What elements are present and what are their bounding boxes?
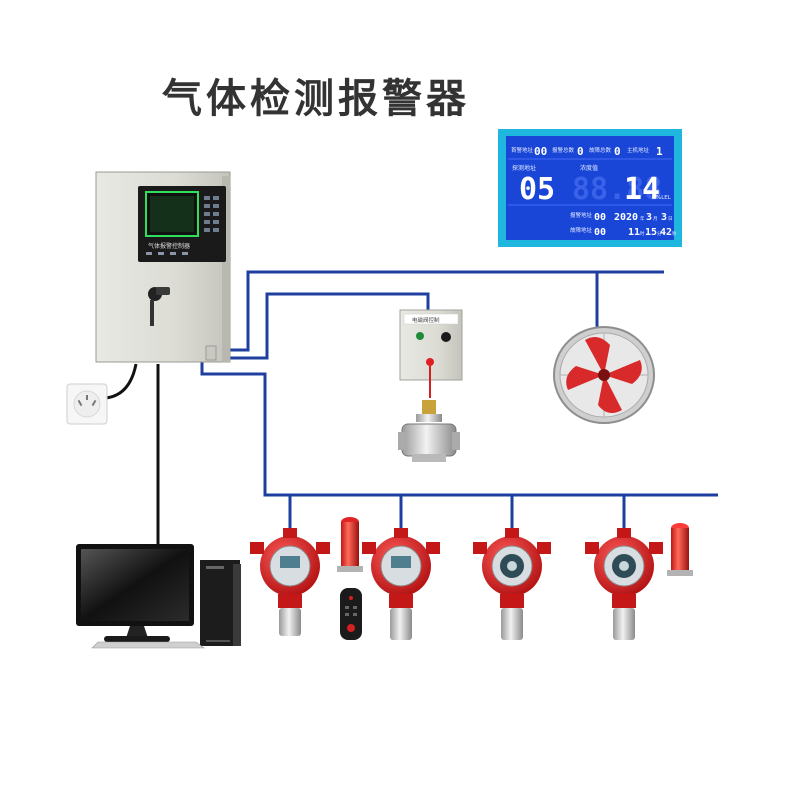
lcd-conc-value: 14 xyxy=(624,172,660,207)
svg-text:日: 日 xyxy=(668,216,673,222)
gas-detector-2 xyxy=(362,528,440,640)
red-indicator-icon xyxy=(426,358,434,366)
key-lock-icon xyxy=(148,287,170,326)
lcd-conc-ghost: 88.88 xyxy=(572,172,662,207)
wire-detector-bus xyxy=(200,345,718,497)
page-title: 气体检测报警器 xyxy=(162,76,470,122)
svg-text:年: 年 xyxy=(640,215,645,222)
lcd-second: 42 xyxy=(660,227,672,238)
svg-text:月: 月 xyxy=(653,216,658,222)
alarm-beacon-2 xyxy=(667,523,693,576)
gas-detector-4 xyxy=(585,528,663,640)
gas-detector-1 xyxy=(250,528,330,636)
svg-text:00: 00 xyxy=(534,145,547,158)
lcd-alarm-addr-label: 报警地址 xyxy=(570,211,593,219)
lcd-hour: 11 xyxy=(628,227,640,238)
svg-text:0: 0 xyxy=(577,145,584,158)
svg-text:主机地址: 主机地址 xyxy=(627,146,650,154)
svg-text:1: 1 xyxy=(656,145,663,158)
svg-text:秒: 秒 xyxy=(672,230,677,237)
alarm-beacon-1 xyxy=(337,517,363,572)
computer xyxy=(76,544,241,649)
wiring xyxy=(200,270,718,533)
lcd-day: 3 xyxy=(661,212,667,223)
remote-control xyxy=(340,588,362,640)
wire-to-fan xyxy=(214,270,664,352)
lcd-display: 首警地址 00 报警总数 0 故障总数 0 主机地址 1 探测地址 浓度值 05… xyxy=(498,129,682,247)
lcd-conc-label: 浓度值 xyxy=(580,164,598,172)
controller-panel-label: 气体报警控制器 xyxy=(148,242,190,250)
gas-detector-3 xyxy=(473,528,551,640)
svg-text:分: 分 xyxy=(657,230,662,237)
pc-tower xyxy=(200,560,241,646)
keyboard xyxy=(91,641,205,649)
svg-text:0: 0 xyxy=(614,145,621,158)
lcd-probe-label: 探测地址 xyxy=(512,164,536,172)
valve-control-box: 电磁阀控制 xyxy=(399,309,463,398)
controller-keypad xyxy=(204,196,219,232)
lcd-probe-value: 05 xyxy=(519,172,555,207)
lcd-top-row: 首警地址 00 报警总数 0 故障总数 0 主机地址 1 xyxy=(511,145,663,158)
alarm-controller: 气体报警控制器 xyxy=(95,171,231,363)
wire-to-valve-box xyxy=(214,292,430,360)
svg-text:故障总数: 故障总数 xyxy=(589,146,612,154)
lcd-year: 2020 xyxy=(614,212,638,223)
lcd-alarm-addr: 00 xyxy=(594,212,606,223)
solenoid-valve xyxy=(398,400,460,462)
lcd-month: 3 xyxy=(646,212,652,223)
svg-text:报警总数: 报警总数 xyxy=(552,146,575,154)
svg-text:时: 时 xyxy=(640,230,645,237)
cables xyxy=(105,363,160,548)
dark-button-icon xyxy=(441,332,451,342)
controller-screen xyxy=(145,191,199,237)
monitor xyxy=(76,544,194,642)
cable-to-socket xyxy=(105,363,138,400)
lcd-minute: 15 xyxy=(645,227,657,238)
exhaust-fan xyxy=(553,326,655,424)
lcd-fault-addr-label: 故障地址 xyxy=(570,226,593,234)
valve-box-label: 电磁阀控制 xyxy=(412,316,440,324)
green-indicator-icon xyxy=(416,332,424,340)
lcd-unit: %LEL xyxy=(656,195,672,201)
wall-socket xyxy=(66,383,108,425)
fan-blades-icon xyxy=(566,336,642,414)
svg-text:首警地址: 首警地址 xyxy=(511,146,534,154)
lcd-fault-addr: 00 xyxy=(594,227,606,238)
